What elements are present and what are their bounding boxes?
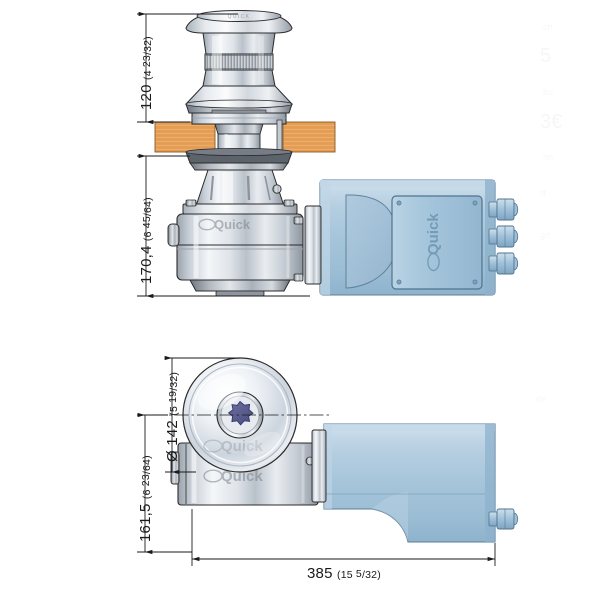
svg-text:nn: nn (543, 152, 553, 162)
cable-gland-3 (488, 252, 519, 275)
brand-logo-gearbox-text: Quick (214, 217, 251, 232)
dimension-label-drum-diameter: Ø 142 (5 19/32) (164, 371, 181, 462)
drum-cap-engraving: QUICK (228, 14, 251, 20)
svg-text:3€: 3€ (540, 111, 562, 133)
svg-text:bu: bu (543, 87, 553, 97)
through-deck-shaft (214, 119, 283, 155)
svg-text:gn: gn (540, 230, 550, 240)
under-deck-flange (185, 147, 293, 171)
dimension-label-height-above-deck: 120 (4 23/32) (138, 36, 155, 110)
cable-gland-1 (488, 198, 519, 221)
brand-logo-plan-drum-text: Quick (221, 438, 263, 455)
star-drive-socket (227, 400, 254, 426)
svg-text:de: de (536, 394, 546, 404)
cable-gland-plan (488, 508, 519, 530)
electric-motor-housing: Quick (304, 179, 519, 296)
side-elevation-view: QUICK (137, 10, 519, 299)
brand-logo-plan-drum: Quick (203, 438, 263, 455)
dimension-lines-plan-view (137, 355, 496, 566)
svg-text:5: 5 (540, 45, 551, 67)
cable-gland-2 (488, 225, 519, 248)
svg-text:tt: tt (541, 188, 547, 198)
gearbox-housing: Quick (167, 199, 304, 297)
brand-logo-motor-text: Quick (425, 213, 442, 255)
brand-logo-motor: Quick (425, 213, 442, 272)
dimension-label-height-below-deck: 170,4 (6 45/64) (138, 197, 155, 284)
brand-logo-plan-lower: Quick (203, 468, 263, 485)
brand-logo-plan-lower-text: Quick (221, 468, 263, 485)
capstan-drum: QUICK (184, 10, 294, 125)
brand-logo-gearbox: Quick (198, 217, 251, 232)
svg-text:ch: ch (543, 22, 553, 32)
capstan-drum-plan: Quick (182, 357, 298, 473)
dimension-label-body-width: 161,5 (6 23/64) (137, 455, 154, 542)
terminal-cover-plate (391, 195, 483, 290)
electric-motor-housing-plan (311, 423, 519, 543)
background-watermark: ch 5 bu 3€ nn tt gn de (536, 22, 562, 404)
plan-view: Quick Quick (137, 355, 519, 566)
dimension-lines-side-view (137, 11, 310, 299)
deck-cross-section (154, 121, 336, 153)
gearbox-pedestal (195, 169, 285, 207)
dimension-label-overall-length: 385 (15 5/32) (307, 565, 381, 582)
